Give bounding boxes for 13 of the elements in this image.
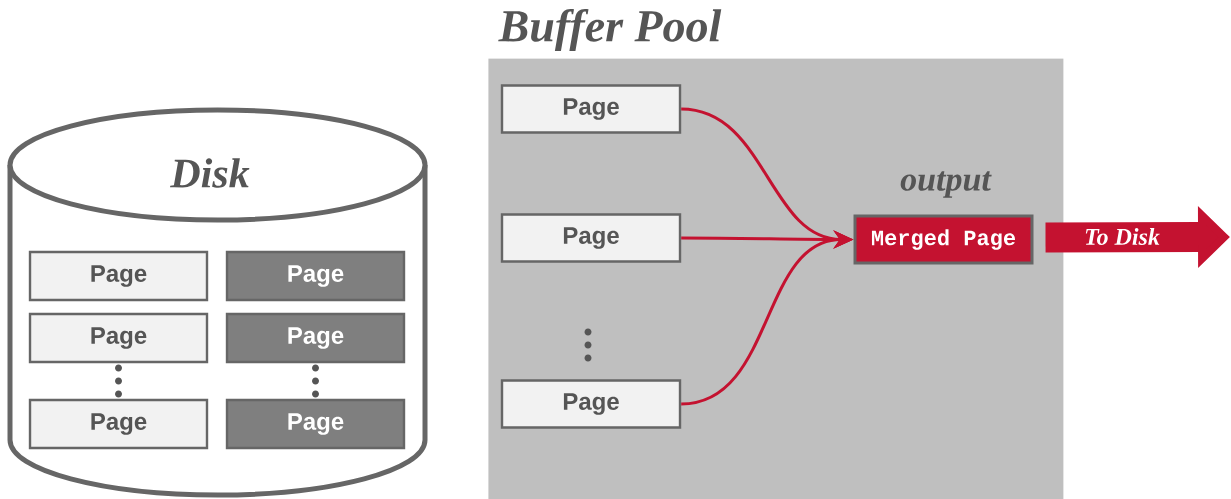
page-box: Page [28, 398, 209, 450]
area-title: Buffer Pool [498, 8, 722, 52]
arrow-label: To Disk [1085, 228, 1160, 245]
page-box: Page [225, 398, 406, 450]
page-box: Page [225, 312, 406, 364]
page-box: Page [28, 250, 209, 302]
page-box: Page [225, 250, 406, 302]
output-label: output [900, 171, 992, 198]
merged-page-box: Merged Page [853, 214, 1034, 265]
page-box: Page [500, 213, 682, 263]
page-box: Page [28, 312, 209, 364]
page-box: Page [500, 84, 682, 134]
page-box: Page [500, 379, 682, 429]
